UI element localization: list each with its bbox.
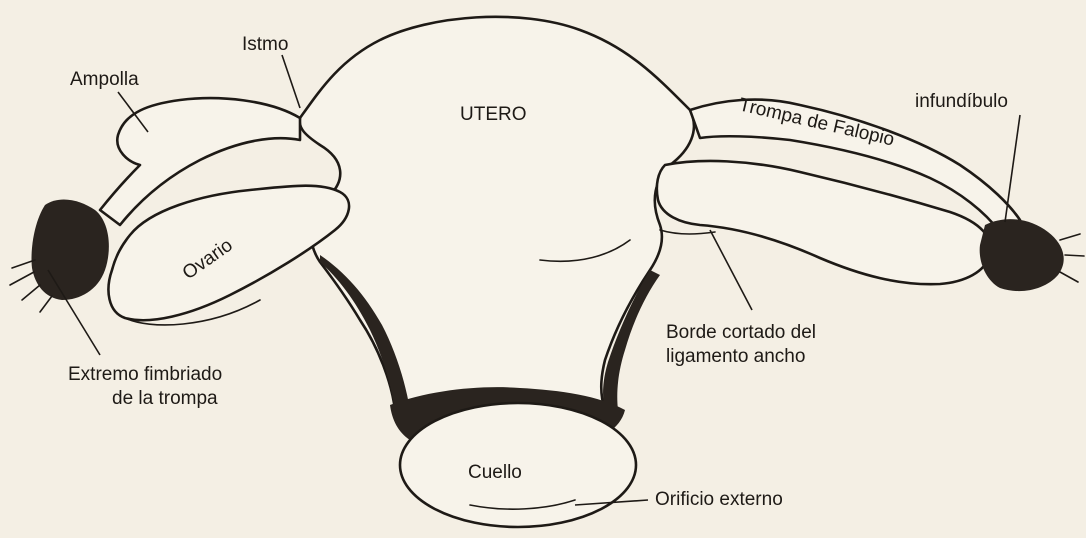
label-orificio: Orificio externo <box>655 489 783 510</box>
uterus-body <box>300 17 694 410</box>
right-fimbriae <box>980 219 1064 291</box>
infundibulo-leader <box>1005 115 1020 222</box>
label-infundibulo: infundíbulo <box>915 91 1008 112</box>
label-borde-line1: Borde cortado del <box>666 322 816 343</box>
label-ampolla: Ampolla <box>70 69 139 90</box>
ligament-contour <box>660 230 715 234</box>
label-extremo-line2: de la trompa <box>112 388 218 409</box>
istmo-leader <box>282 55 300 108</box>
label-istmo: Istmo <box>242 34 288 55</box>
left-fimbriae <box>32 200 109 300</box>
label-borde-line2: ligamento ancho <box>666 346 805 367</box>
borde-leader <box>710 230 752 310</box>
label-utero: UTERO <box>460 104 527 125</box>
label-extremo-line1: Extremo fimbriado <box>68 364 222 385</box>
label-cuello: Cuello <box>468 462 522 483</box>
